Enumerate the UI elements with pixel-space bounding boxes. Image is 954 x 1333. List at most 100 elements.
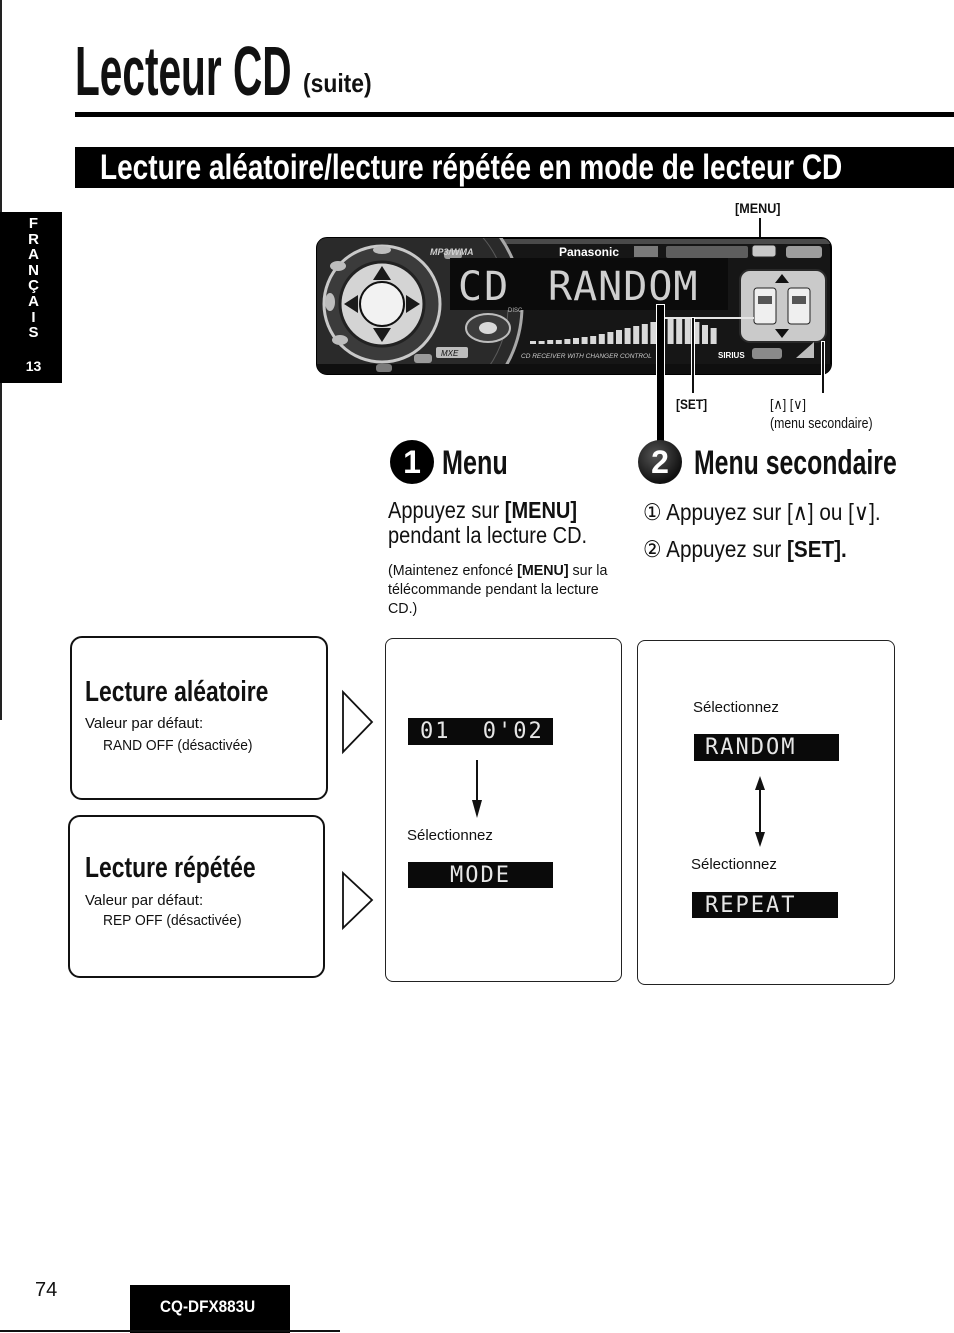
page-number: 74 [35, 1279, 58, 1301]
page-title: Lecteur CD [75, 32, 292, 110]
side-tab-letter: R [28, 230, 39, 248]
level-meter-bar [693, 322, 700, 344]
down-arrow-icon [775, 329, 789, 338]
level-meter-bar [650, 322, 657, 344]
side-tab-letter: A [28, 292, 39, 310]
side-tab-letter: Ç [28, 277, 39, 295]
side-tab-letter: A [28, 246, 39, 264]
display-main-text: RANDOM [548, 264, 699, 310]
level-meter-bar [702, 325, 708, 344]
level-meter-bar [538, 341, 545, 344]
knob-side-button [330, 261, 346, 271]
top-right-button [786, 246, 822, 258]
level-meter-bar [590, 336, 597, 344]
joystick-center [359, 281, 405, 327]
repeat-play-title: Lecture répétée [85, 852, 256, 884]
display-panel [450, 258, 728, 310]
lcd-repeat-display: REPEAT [692, 892, 838, 918]
step1-note-text: (Maintenez enfoncé [388, 562, 518, 579]
level-meter-bar [530, 341, 536, 344]
side-tab-page-number: 13 [25, 358, 42, 374]
step2-title: Menu secondaire [694, 444, 897, 482]
level-meter-bar [624, 328, 631, 344]
side-tab-letter: N [28, 261, 39, 279]
lcd-mode-display: MODE [408, 862, 553, 888]
bottom-right-button [752, 348, 782, 359]
side-tab-letter: I [31, 308, 36, 326]
submenu-select-label-2: Sélectionnez [691, 856, 777, 873]
cd-logo-badge [634, 246, 658, 257]
side-tab-letter: F [28, 215, 39, 232]
menu-flow-select-label: Sélectionnez [407, 827, 493, 844]
repeat-play-default-value: REP OFF (désactivée) [103, 912, 242, 929]
nav-square-left [753, 287, 777, 325]
submenu-select-label-1: Sélectionnez [693, 699, 779, 716]
level-meter-bar [573, 338, 579, 344]
menu-button [751, 244, 777, 258]
step2-number-badge: 2 [638, 440, 682, 484]
title-rule [75, 112, 954, 117]
step2-item1-marker: ① [643, 499, 662, 525]
disc-label: DISC [508, 308, 523, 314]
callout-arrows-label: [∧] [∨] [770, 396, 806, 412]
random-play-title: Lecture aléatoire [85, 676, 269, 708]
submenu-flow-panel [637, 640, 895, 985]
step2-number: 2 [651, 444, 669, 480]
step1-note-line2: télécommande pendant la lecture [388, 581, 599, 598]
level-meter-bar [555, 340, 562, 344]
level-meter-bar [676, 317, 683, 344]
step1-note-key: [MENU] [517, 562, 569, 579]
repeat-play-default-label: Valeur par défaut: [85, 892, 204, 909]
lcd-random-display: RANDOM [694, 734, 839, 761]
side-tab-letter: S [28, 324, 39, 342]
section-banner-title: Lecture aléatoire/lecture répétée en mod… [100, 148, 843, 187]
callout-menu-leader [759, 218, 761, 245]
model-number: CQ-DFX883U [160, 1297, 256, 1316]
set-callout-bar [657, 305, 664, 447]
joystick-down-arrow-icon [373, 328, 391, 342]
ring-button [376, 364, 392, 372]
ring-button [444, 250, 462, 259]
joystick-left-arrow-icon [344, 295, 358, 313]
step1-title: Menu [442, 444, 508, 482]
knob-side-button [325, 293, 335, 311]
level-meter-bar [581, 337, 588, 344]
callout-menu-label: [MENU] [735, 200, 781, 216]
language-side-tab: F R A N Ç A I S 13 [0, 212, 62, 383]
model-badge [130, 1285, 290, 1333]
step1-instruction-key: [MENU] [504, 497, 578, 523]
pointer-triangle-icon [342, 870, 374, 931]
callout-set-label: [SET] [676, 396, 708, 412]
random-play-default-label: Valeur par défaut: [85, 715, 204, 732]
callout-set-leader [692, 318, 694, 393]
format-logo: MP3/WMA [430, 247, 474, 257]
nav-square-right [787, 287, 811, 325]
step2-item2-text: Appuyez sur [666, 536, 787, 562]
car-stereo-illustration: CD RANDOM DISC MP3/WMA Panasonic MXE CD … [316, 237, 832, 375]
lcd-time-text: 01 0'02 [420, 719, 544, 744]
level-meter-bar [607, 332, 614, 344]
step1-note-line1: (Maintenez enfoncé [MENU] sur la [388, 563, 607, 578]
sirius-label: SIRIUS [718, 351, 745, 360]
set-button-leader-horizontal [664, 317, 754, 319]
eject-icon [796, 342, 814, 358]
pointer-triangle-icon [342, 689, 374, 755]
menu-flow-panel [385, 638, 622, 982]
page-title-suffix: (suite) [303, 68, 372, 98]
level-meter-bar [547, 340, 554, 344]
ring-button [414, 354, 432, 363]
level-meter-bar [633, 326, 640, 344]
level-meter [530, 317, 717, 344]
level-meter-bar [616, 330, 622, 344]
mxe-button [436, 347, 468, 358]
random-play-default-value: RAND OFF (désactivée) [103, 737, 253, 754]
knob-side-button [373, 246, 391, 254]
step1-note-rest: sur la [568, 562, 608, 579]
display-source-text: CD [458, 264, 510, 310]
callout-arrows-leader [822, 342, 824, 393]
knob-side-button [332, 335, 348, 345]
step1-instruction-line1: Appuyez sur [MENU] [388, 499, 577, 522]
callout-arrows-note: (menu secondaire) [770, 415, 873, 432]
step2-item2-marker: ② [643, 536, 662, 562]
power-badge [666, 246, 748, 258]
